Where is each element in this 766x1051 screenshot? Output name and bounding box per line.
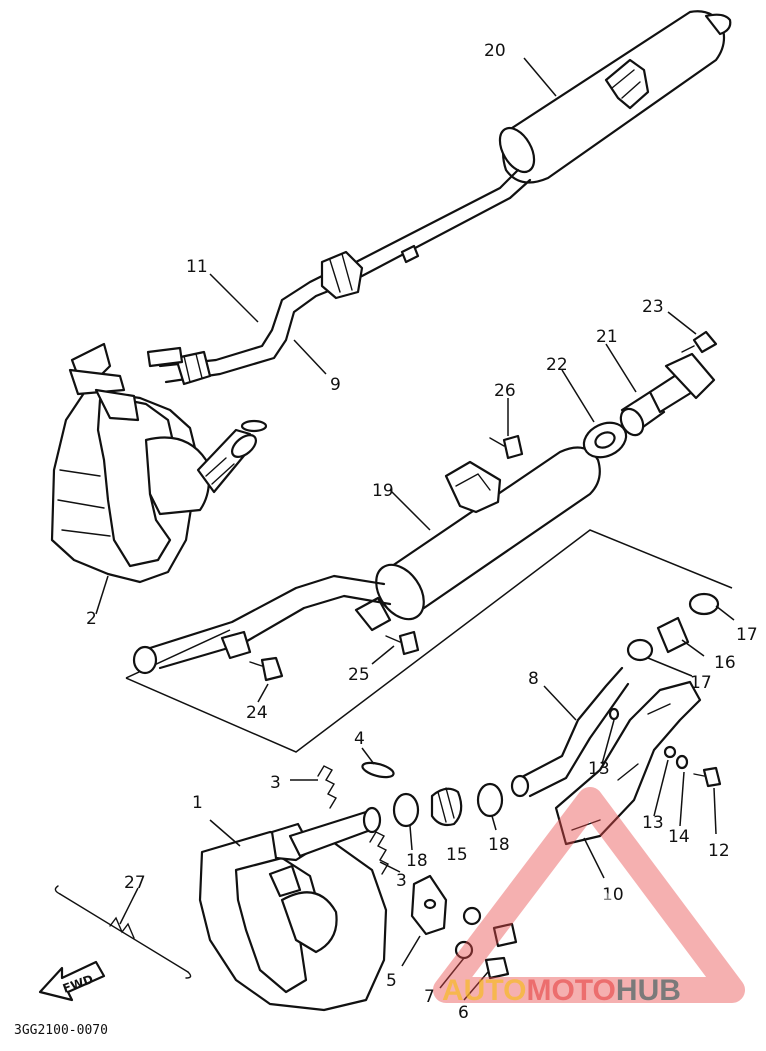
- muffler-19: [354, 446, 601, 632]
- callout-23: 23: [642, 297, 664, 317]
- pipe-8: [510, 666, 630, 798]
- bolt-23: [681, 330, 718, 354]
- muffler-20-top: [498, 10, 732, 184]
- callout-19: 19: [372, 481, 394, 501]
- watermark-part3: HUB: [616, 974, 681, 1007]
- collars-13-14-16-17: [608, 592, 720, 770]
- callout-3a: 3: [270, 773, 281, 793]
- bolt-12: [693, 766, 722, 788]
- callout-17a: 17: [736, 625, 758, 645]
- o-ring-4: [361, 761, 395, 779]
- tailpipe-21: [619, 352, 716, 437]
- callout-10: 10: [602, 885, 624, 905]
- callout-18b: 18: [488, 835, 510, 855]
- spring-27: [54, 885, 192, 979]
- expansion-chamber-2: [50, 342, 268, 584]
- callout-4: 4: [354, 729, 365, 749]
- callout-7: 7: [424, 987, 435, 1007]
- callout-22: 22: [546, 355, 568, 375]
- callout-27: 27: [124, 873, 146, 893]
- spring-3: [317, 765, 389, 875]
- gasket-22: [582, 421, 628, 459]
- grommet-15: [430, 787, 463, 827]
- callout-numbers: 20 11 9 23 21 22 26 19 25 24 2 17 16 17 …: [86, 41, 758, 1023]
- washer-7: [454, 906, 482, 960]
- callout-16: 16: [714, 653, 736, 673]
- watermark-part1: AUTO: [442, 974, 526, 1007]
- document-code: 3GG2100-0070: [14, 1023, 108, 1038]
- callout-13a: 13: [588, 759, 610, 779]
- bracket-5: [410, 874, 448, 936]
- callout-2: 2: [86, 609, 97, 629]
- bolt-24: [249, 656, 284, 682]
- callout-6: 6: [458, 1003, 469, 1023]
- callout-21: 21: [596, 327, 618, 347]
- callout-12: 12: [708, 841, 730, 861]
- watermark-part2: MOTO: [526, 974, 615, 1007]
- exhaust-pipe-9: [146, 168, 532, 386]
- automotohub-watermark: AUTOMOTOHUB: [433, 787, 745, 1007]
- svg-text:AUTOMOTOHUB: AUTOMOTOHUB: [442, 974, 681, 1007]
- callout-24: 24: [246, 703, 268, 723]
- watermark-triangle-inner: [516, 870, 664, 966]
- callout-3b: 3: [396, 871, 407, 891]
- callout-15: 15: [446, 845, 468, 865]
- callout-11: 11: [186, 257, 208, 277]
- callout-1: 1: [192, 793, 203, 813]
- bolt-6: [484, 922, 518, 980]
- bolt-26: [489, 434, 524, 460]
- callout-8: 8: [528, 669, 539, 689]
- callout-18a: 18: [406, 851, 428, 871]
- bolt-25: [385, 630, 420, 656]
- heat-shield-10: [554, 680, 702, 846]
- watermark-triangle-outer: [433, 787, 745, 1003]
- callout-17b: 17: [690, 673, 712, 693]
- fwd-arrow-icon: FWD: [38, 960, 106, 1002]
- callout-5: 5: [386, 971, 397, 991]
- callout-20: 20: [484, 41, 506, 61]
- pipe-19-link: [132, 574, 392, 675]
- expansion-chamber-1: [198, 806, 388, 1012]
- leader-lines: [95, 57, 735, 1001]
- callout-14: 14: [668, 827, 690, 847]
- callout-26: 26: [494, 381, 516, 401]
- callout-25: 25: [348, 665, 370, 685]
- callout-9: 9: [330, 375, 341, 395]
- callout-13b: 13: [642, 813, 664, 833]
- clamp-18: [392, 782, 504, 828]
